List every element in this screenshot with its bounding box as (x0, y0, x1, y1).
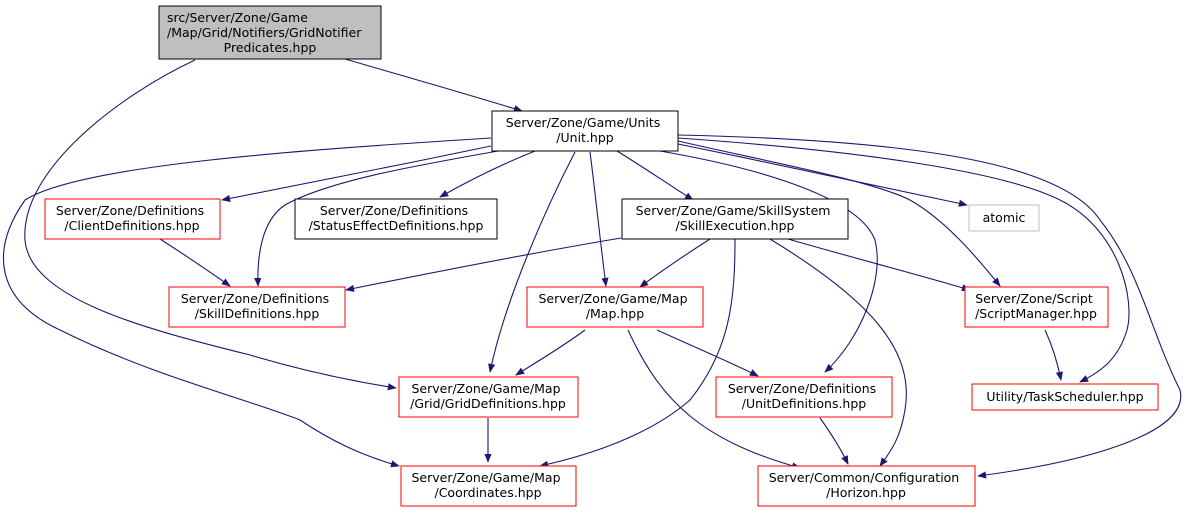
edge-unit-to-griddefs (488, 151, 576, 373)
svg-text:Server/Zone/Definitions: Server/Zone/Definitions /ClientDefinitio… (56, 203, 208, 233)
node-statuseffect-line-2: /StatusEffectDefinitions.hpp (309, 218, 484, 233)
node-root-box (158, 5, 382, 60)
edge-skillexec-to-skilldefs (345, 237, 622, 292)
node-root[interactable]: src/Server/Zone/Game /Map/Grid/Notifiers… (158, 5, 382, 60)
edge-map-to-griddefs (515, 329, 586, 376)
node-horizon-box (757, 465, 976, 507)
node-scriptmgr-box (964, 286, 1109, 328)
svg-text:src/Server/Zone/Game /: src/Server/Zone/Game /Map/Grid/Notifiers… (167, 10, 365, 55)
node-atomic-box (968, 204, 1040, 232)
edge-unit-to-scriptmgr (677, 140, 1001, 287)
dependency-nodes: src/Server/Zone/Game /Map/Grid/Notifiers… (44, 5, 1159, 507)
node-coordinates-box (400, 465, 577, 507)
edge-unit-to-horizon (677, 134, 1182, 479)
dependency-edges (3, 58, 1182, 479)
node-coordinates-line-1: Server/Zone/Game/Map (411, 470, 560, 485)
node-griddefs-line-2: /Grid/GridDefinitions.hpp (410, 396, 566, 411)
node-unit-line-2: /Unit.hpp (556, 130, 613, 145)
node-scriptmgr[interactable]: Server/Zone/Script /ScriptManager.hpp (964, 286, 1109, 328)
node-statuseffect[interactable]: Server/Zone/Definitions /StatusEffectDef… (294, 198, 498, 240)
node-taskscheduler[interactable]: Utility/TaskScheduler.hpp (971, 383, 1159, 411)
node-griddefs-line-1: Server/Zone/Game/Map (411, 381, 560, 396)
edge-root-to-griddefs (24, 59, 397, 391)
edge-unit-to-skillexec (616, 150, 694, 201)
svg-text:Server/Zone/Definitions: Server/Zone/Definitions /UnitDefinitions… (728, 381, 880, 411)
svg-text:atomic: atomic (983, 210, 1026, 225)
node-clientdefs-line-2: /ClientDefinitions.hpp (64, 218, 199, 233)
edge-map-to-unitdefs (656, 329, 759, 377)
node-coordinates-line-2: /Coordinates.hpp (434, 485, 541, 500)
node-coordinates[interactable]: Server/Zone/Game/Map /Coordinates.hpp (400, 465, 577, 507)
svg-text:Server/Common/Configuration: Server/Common/Configuration /Horizon.hpp (769, 470, 963, 500)
edge-unit-to-statuseffect (439, 150, 536, 198)
edge-skillexec-to-horizon (769, 238, 907, 467)
node-map-box (526, 286, 704, 328)
node-skilldefs-line-2: /SkillDefinitions.hpp (195, 306, 320, 321)
edge-unit-to-skilldefs (254, 150, 499, 287)
svg-text:Server/Zone/Game/SkillSystem: Server/Zone/Game/SkillSystem /SkillExecu… (636, 203, 835, 233)
node-scriptmgr-line-2: /ScriptManager.hpp (975, 306, 1097, 321)
edge-skillexec-to-scriptmgr (787, 238, 971, 292)
edge-unitdefs-to-horizon (819, 417, 849, 465)
edge-clientdefs-to-skilldefs (159, 238, 231, 287)
node-statuseffect-line-1: Server/Zone/Definitions (320, 203, 468, 218)
svg-text:Server/Zone/Definitions: Server/Zone/Definitions /StatusEffectDef… (309, 203, 484, 233)
node-clientdefs[interactable]: Server/Zone/Definitions /ClientDefinitio… (44, 198, 221, 240)
node-griddefs[interactable]: Server/Zone/Game/Map /Grid/GridDefinitio… (398, 376, 579, 418)
node-unitdefs-line-1: Server/Zone/Definitions (728, 381, 876, 396)
node-skillexec[interactable]: Server/Zone/Game/SkillSystem /SkillExecu… (621, 198, 849, 240)
node-horizon-line-1: Server/Common/Configuration (769, 470, 960, 485)
node-unitdefs-box (715, 376, 893, 418)
node-unitdefs-line-2: /UnitDefinitions.hpp (742, 396, 867, 411)
node-clientdefs-line-1: Server/Zone/Definitions (56, 203, 204, 218)
svg-text:Server/Zone/Script /Sc: Server/Zone/Script /ScriptManager.hpp (975, 291, 1097, 321)
node-skillexec-line-2: /SkillExecution.hpp (676, 218, 795, 233)
node-map-line-1: Server/Zone/Game/Map (538, 291, 687, 306)
node-griddefs-box (398, 376, 579, 418)
node-taskscheduler-box (971, 383, 1159, 411)
edge-scriptmgr-to-taskscheduler (1044, 329, 1063, 381)
node-taskscheduler-line-1: Utility/TaskScheduler.hpp (986, 389, 1143, 404)
node-map-line-2: /Map.hpp (586, 306, 644, 321)
node-root-line-3: Predicates.hpp (224, 40, 317, 55)
node-atomic-line-1: atomic (983, 210, 1026, 225)
svg-text:Server/Zone/Game/Units: Server/Zone/Game/Units /Unit.hpp (506, 115, 665, 145)
edge-unit-to-taskscheduler (677, 137, 1130, 383)
edge-unit-to-clientdefs (221, 145, 492, 203)
node-atomic[interactable]: atomic (968, 204, 1040, 232)
edge-skillexec-to-coordinates (539, 238, 736, 468)
node-skilldefs-box (168, 286, 346, 328)
edge-skillexec-to-map (639, 238, 711, 288)
node-scriptmgr-line-1: Server/Zone/Script (975, 291, 1093, 306)
node-horizon-line-2: /Horizon.hpp (826, 485, 906, 500)
node-unit-box (491, 110, 679, 152)
svg-text:Server/Zone/Game/Map /: Server/Zone/Game/Map /Grid/GridDefinitio… (410, 381, 566, 411)
node-skilldefs[interactable]: Server/Zone/Definitions /SkillDefinition… (168, 286, 346, 328)
node-unitdefs[interactable]: Server/Zone/Definitions /UnitDefinitions… (715, 376, 893, 418)
svg-text:Server/Zone/Definitions: Server/Zone/Definitions /SkillDefinition… (181, 291, 333, 321)
node-unit[interactable]: Server/Zone/Game/Units /Unit.hpp (491, 110, 679, 152)
node-root-line-1: src/Server/Zone/Game (167, 10, 308, 25)
svg-text:Utility/TaskScheduler.hpp: Utility/TaskScheduler.hpp (986, 389, 1143, 404)
node-map[interactable]: Server/Zone/Game/Map /Map.hpp (526, 286, 704, 328)
edge-unit-to-unitdefs (659, 150, 878, 373)
node-skillexec-box (621, 198, 849, 240)
edge-root-to-unit (344, 58, 523, 113)
node-unit-line-1: Server/Zone/Game/Units (506, 115, 661, 130)
node-skilldefs-line-1: Server/Zone/Definitions (181, 291, 329, 306)
node-clientdefs-box (44, 198, 221, 240)
edge-unit-to-atomic (677, 143, 968, 207)
node-horizon[interactable]: Server/Common/Configuration /Horizon.hpp (757, 465, 976, 507)
node-root-line-2: /Map/Grid/Notifiers/GridNotifier (167, 25, 362, 40)
svg-text:Server/Zone/Game/Map /: Server/Zone/Game/Map /Map.hpp (538, 291, 691, 321)
edge-unit-to-map (589, 151, 609, 287)
edge-map-to-horizon (627, 329, 801, 470)
edge-unit-to-coordinates (3, 137, 492, 468)
svg-text:Server/Zone/Game/Map /: Server/Zone/Game/Map /Coordinates.hpp (411, 470, 564, 500)
node-statuseffect-box (294, 198, 498, 240)
node-skillexec-line-1: Server/Zone/Game/SkillSystem (636, 203, 831, 218)
